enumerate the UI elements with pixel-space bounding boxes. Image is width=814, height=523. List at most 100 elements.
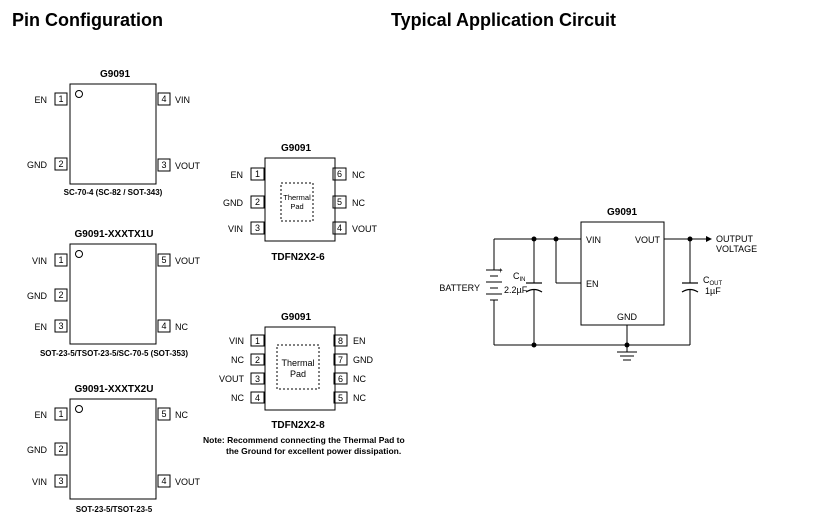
package-caption: SOT-23-5/TSOT-23-5/SC-70-5 (SOT-353): [40, 349, 188, 358]
package-tdfn2x2-6: G9091 Thermal Pad 1 EN 2 GND 3 VIN 4 VOU…: [223, 143, 378, 263]
pin-number: 5: [337, 197, 342, 207]
package-body: [264, 157, 336, 242]
pin-number: 5: [161, 255, 166, 265]
pin-label: VOUT: [219, 374, 245, 384]
pin-label: GND: [27, 160, 48, 170]
pin-label: GND: [223, 198, 244, 208]
pin-number: 1: [255, 169, 260, 179]
note-line: Note: Recommend connecting the Thermal P…: [203, 435, 405, 445]
junction-dot: [553, 236, 559, 242]
pin-box: [333, 334, 348, 347]
pin-label: GND: [353, 355, 374, 365]
pin-box: [157, 253, 171, 267]
pin-box: [250, 353, 265, 366]
pin-number: 7: [338, 355, 343, 365]
pin-number: 3: [255, 374, 260, 384]
pin-label: NC: [231, 393, 244, 403]
pin-number: 2: [255, 355, 260, 365]
package-title: G9091: [281, 143, 311, 154]
pin-label: VIN: [228, 224, 243, 234]
pin-number: 3: [58, 321, 63, 331]
pin-number: 2: [58, 159, 63, 169]
pin-label: NC: [352, 170, 365, 180]
pin-box: [250, 167, 265, 181]
ic-pin-vin: VIN: [586, 235, 601, 245]
pin-number: 2: [255, 197, 260, 207]
cin-capacitor: [525, 282, 543, 293]
pin-box: [157, 92, 171, 106]
package-title: G9091: [100, 69, 130, 80]
package-title: G9091-XXXTX2U: [75, 384, 154, 395]
package-sot23-5-2u: G9091-XXXTX2U 1 EN 2 GND 3 VIN 4 VOUT 5 …: [27, 384, 201, 514]
circuit-wires: [493, 238, 710, 352]
pin-label: NC: [353, 393, 366, 403]
pin-label: NC: [353, 374, 366, 384]
battery-plus-sign: +: [498, 266, 503, 275]
pin-box: [157, 158, 171, 172]
thermal-pad-label: Pad: [290, 369, 306, 379]
cout-value: 1µF: [705, 286, 721, 296]
package-body: [264, 326, 336, 411]
pin-label: EN: [34, 95, 47, 105]
output-arrow-icon: [706, 236, 712, 242]
ic-title: G9091: [607, 207, 637, 218]
package-sot23-5-1u: G9091-XXXTX1U 1 VIN 2 GND 3 EN 4 NC 5 VO…: [27, 229, 201, 358]
thermal-pad-label: Pad: [290, 202, 303, 211]
pin-label: VOUT: [175, 256, 201, 266]
package-body: [69, 398, 157, 500]
pin-box: [250, 221, 265, 235]
pin-box: [333, 372, 348, 385]
pin-number: 4: [161, 94, 166, 104]
pin1-marker: [75, 405, 83, 413]
pin-label: VOUT: [352, 224, 378, 234]
pin-label: VIN: [32, 477, 47, 487]
pin-box: [250, 334, 265, 347]
cout-label: COUT: [703, 275, 723, 287]
cin-value: 2.2µF: [504, 285, 528, 295]
cin-label: CIN: [513, 271, 526, 283]
pin-label: EN: [353, 336, 366, 346]
pin-number: 2: [58, 290, 63, 300]
pin-label: VIN: [32, 256, 47, 266]
ic-pin-vout: VOUT: [635, 235, 661, 245]
pin-box: [332, 221, 347, 235]
pin-number: 5: [338, 393, 343, 403]
pin-number: 4: [161, 476, 166, 486]
pin-box: [54, 319, 68, 333]
pin-label: EN: [230, 170, 243, 180]
ic-body: [580, 221, 665, 326]
pin-box: [250, 372, 265, 385]
pin-label: EN: [34, 322, 47, 332]
pin-label: NC: [175, 322, 188, 332]
pin1-marker: [75, 90, 83, 98]
pin-number: 2: [58, 444, 63, 454]
package-caption: SOT-23-5/TSOT-23-5: [76, 505, 153, 514]
pin-number: 5: [161, 409, 166, 419]
thermal-pad-label: Thermal: [283, 193, 311, 202]
pin-number: 6: [338, 374, 343, 384]
package-caption: SC-70-4 (SC-82 / SOT-343): [64, 188, 163, 197]
package-caption: TDFN2X2-8: [271, 420, 325, 431]
pin-box: [332, 195, 347, 209]
package-body: [69, 243, 157, 345]
pin-number: 6: [337, 169, 342, 179]
pin-box: [54, 157, 68, 171]
pin-box: [250, 391, 265, 404]
pin-number: 1: [58, 409, 63, 419]
pin-box: [157, 407, 171, 421]
pin-number: 1: [58, 255, 63, 265]
ground-icon: [617, 351, 637, 361]
pin-label: VOUT: [175, 161, 201, 171]
pin-label: VOUT: [175, 477, 201, 487]
junction-dot: [531, 342, 537, 348]
pin-number: 3: [255, 223, 260, 233]
junction-dot: [687, 236, 693, 242]
pin-box: [333, 391, 348, 404]
output-voltage-label: VOLTAGE: [716, 244, 757, 254]
package-title: G9091: [281, 312, 311, 323]
pin-box: [333, 353, 348, 366]
pin-label: VIN: [229, 336, 244, 346]
pin-box: [54, 253, 68, 267]
pin-number: 4: [255, 393, 260, 403]
